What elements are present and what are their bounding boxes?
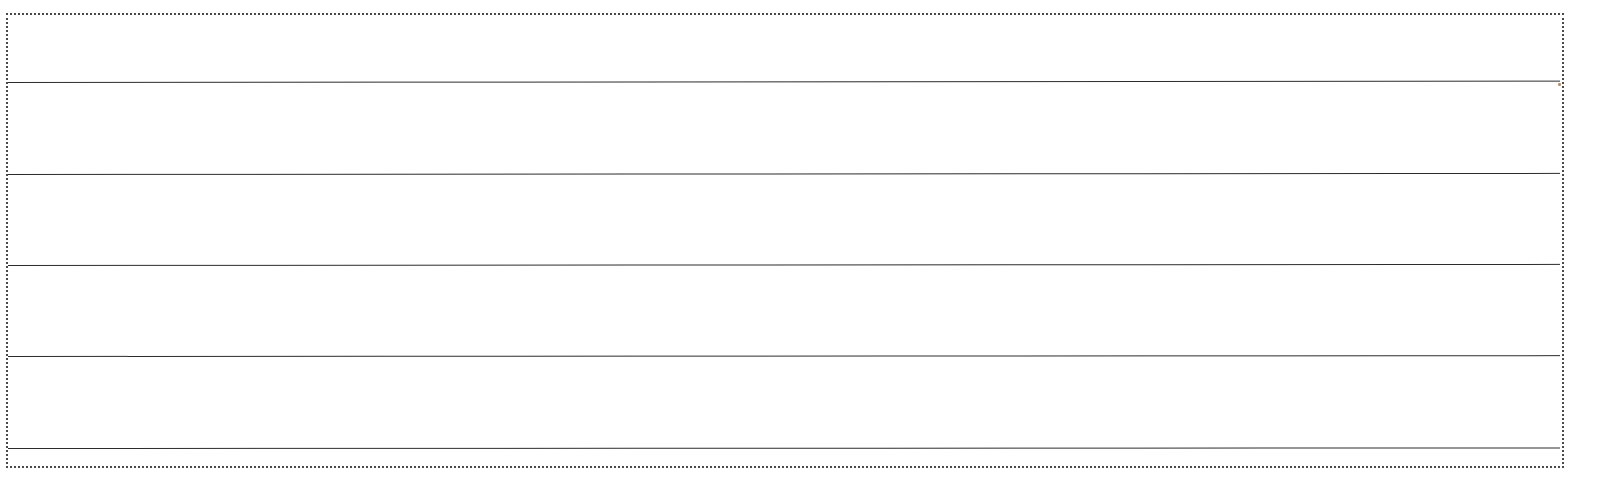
dotted-border-frame xyxy=(6,13,1564,468)
scan-speck xyxy=(1558,83,1561,86)
